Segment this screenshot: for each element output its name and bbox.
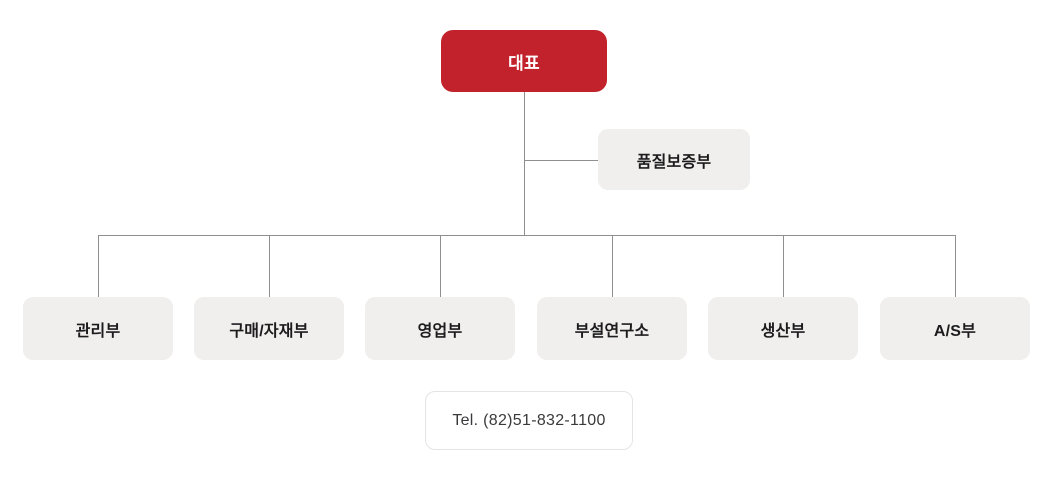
telephone-number-box: Tel. (82)51-832-1100 [425,391,633,450]
org-node-production-dept: 생산부 [708,297,858,360]
connector-drop-4 [612,235,613,297]
org-node-qa-dept: 품질보증부 [598,129,750,190]
connector-drop-6 [955,235,956,297]
org-node-research-institute: 부설연구소 [537,297,687,360]
org-node-purchasing-materials-dept: 구매/자재부 [194,297,344,360]
connector-ceo-vertical [524,92,525,235]
connector-main-rail [98,235,956,236]
connector-drop-1 [98,235,99,297]
org-node-management-dept: 관리부 [23,297,173,360]
org-node-ceo: 대표 [441,30,607,92]
org-node-sales-dept: 영업부 [365,297,515,360]
connector-drop-3 [440,235,441,297]
connector-qa-branch [524,160,598,161]
org-node-as-dept: A/S부 [880,297,1030,360]
connector-drop-5 [783,235,784,297]
connector-drop-2 [269,235,270,297]
